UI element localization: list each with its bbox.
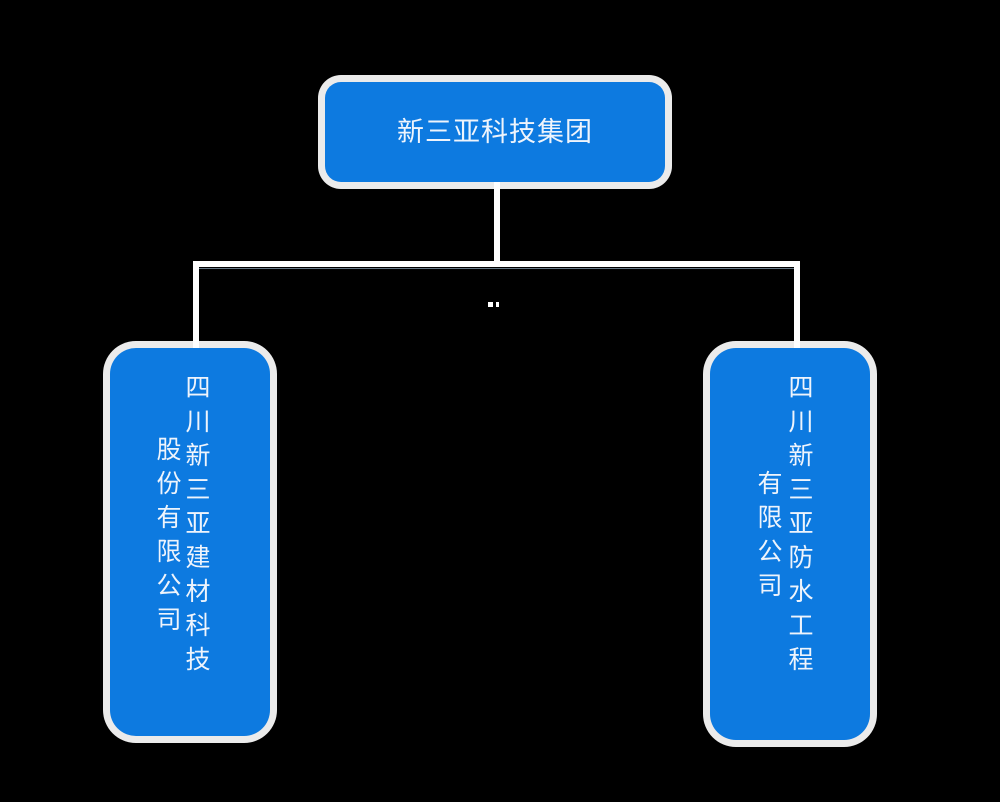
org-node-right-text: 四川新三亚防水工程 有限公司	[710, 348, 870, 740]
artifact-speckle-right	[496, 302, 499, 307]
connector-bus-hairline	[196, 268, 797, 269]
org-node-right[interactable]: 四川新三亚防水工程 有限公司	[710, 348, 870, 740]
org-node-root[interactable]: 新三亚科技集团	[325, 82, 665, 182]
org-node-left-column-1: 四川新三亚建材科技	[182, 374, 211, 680]
org-node-root-label: 新三亚科技集团	[397, 116, 593, 148]
connector-drop-left	[193, 261, 199, 351]
org-node-left-text: 四川新三亚建材科技 股份有限公司	[110, 348, 270, 736]
connector-horizontal-bus	[193, 261, 800, 267]
connector-drop-right	[794, 261, 800, 351]
org-node-right-column-2: 有限公司	[754, 470, 783, 606]
org-node-left[interactable]: 四川新三亚建材科技 股份有限公司	[110, 348, 270, 736]
org-node-left-column-2: 股份有限公司	[153, 436, 182, 640]
artifact-speckle-left	[488, 302, 493, 307]
connector-root-stem	[494, 182, 500, 266]
org-node-right-column-1: 四川新三亚防水工程	[785, 374, 814, 680]
